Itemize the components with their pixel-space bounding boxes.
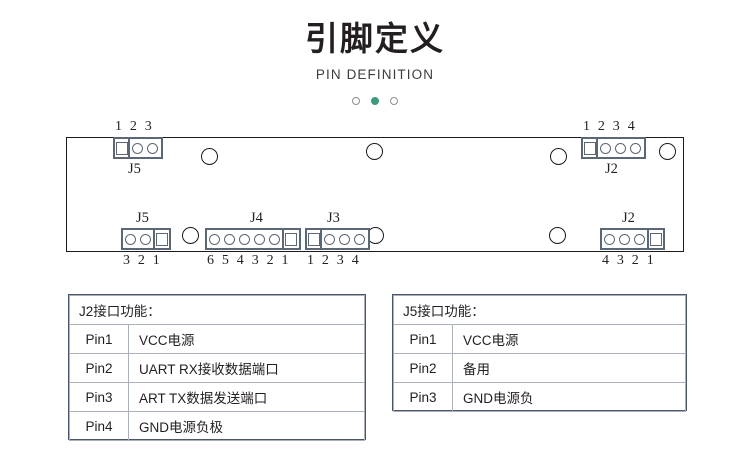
connector-j2-bottom[interactable]	[600, 228, 665, 250]
connector-j5-top[interactable]	[113, 137, 163, 159]
table-header-row: J2接口功能：	[69, 295, 365, 325]
connector-j5-bottom[interactable]	[121, 228, 171, 250]
mounting-hole-top-2	[366, 143, 383, 160]
slide-dot-1[interactable]	[352, 96, 360, 105]
pin-1	[583, 137, 598, 159]
j5-top-label: J5	[128, 161, 141, 177]
pin-1	[282, 228, 297, 250]
table-row: Pin1 VCC电源	[393, 324, 686, 354]
slide-dot-2[interactable]	[371, 96, 379, 105]
j5-function-table: J5接口功能： Pin1 VCC电源 Pin2 备用 Pin3 GND电源负	[392, 294, 687, 412]
pin-function: GND电源负极	[128, 411, 365, 441]
pin-1	[115, 137, 130, 159]
pin-6	[207, 228, 222, 250]
pin-1	[307, 228, 322, 250]
pin-label: Pin1	[393, 324, 453, 354]
table-row: Pin2 备用	[393, 353, 686, 383]
pin-2	[267, 228, 282, 250]
pin-3	[617, 228, 632, 250]
j4-bottom-label: J4	[250, 210, 263, 226]
pin-function: 备用	[452, 353, 686, 383]
slide-indicator	[0, 96, 750, 105]
pin-label: Pin3	[393, 382, 453, 412]
pin-4	[602, 228, 617, 250]
mounting-hole-top-1	[201, 148, 218, 165]
mounting-hole-top-4	[659, 143, 676, 160]
pin-4	[352, 228, 367, 250]
page-header: 引脚定义 PIN DEFINITION	[0, 0, 750, 105]
table-header-row: J5接口功能：	[393, 295, 686, 325]
connector-j4-bottom[interactable]	[205, 228, 301, 250]
pin-function: VCC电源	[128, 324, 365, 354]
pin-2	[138, 228, 153, 250]
pin-3	[145, 137, 160, 159]
connector-j2-top[interactable]	[581, 137, 646, 159]
pin-function: ART TX数据发送端口	[128, 382, 365, 412]
j2-bottom-label: J2	[622, 210, 635, 226]
pin-label: Pin2	[393, 353, 453, 383]
pin-1	[153, 228, 168, 250]
pin-4	[237, 228, 252, 250]
mounting-hole-top-3	[550, 148, 567, 165]
mounting-hole-bottom-3	[549, 227, 566, 244]
pin-3	[252, 228, 267, 250]
j2-bottom-pin-numbers: 4 3 2 1	[602, 253, 656, 268]
j2-table-title: J2接口功能：	[69, 295, 365, 325]
pin-5	[222, 228, 237, 250]
mounting-hole-bottom-1	[182, 227, 199, 244]
j5-bottom-label: J5	[136, 210, 149, 226]
pin-2	[598, 137, 613, 159]
table-row: Pin4 GND电源负极	[69, 411, 365, 441]
j5-bottom-pin-numbers: 3 2 1	[123, 253, 162, 268]
table-row: Pin1 VCC电源	[69, 324, 365, 354]
pin-3	[337, 228, 352, 250]
j5-table-title: J5接口功能：	[393, 295, 686, 325]
pin-1	[647, 228, 662, 250]
j4-bottom-pin-numbers: 6 5 4 3 2 1	[207, 253, 291, 268]
pin-function: GND电源负	[452, 382, 686, 412]
pin-function: VCC电源	[452, 324, 686, 354]
pin-label: Pin3	[69, 382, 129, 412]
pin-4	[628, 137, 643, 159]
page-subtitle: PIN DEFINITION	[315, 67, 435, 82]
pin-3	[123, 228, 138, 250]
pin-label: Pin4	[69, 411, 129, 441]
slide-dot-3[interactable]	[390, 96, 398, 105]
pin-2	[632, 228, 647, 250]
j3-bottom-pin-numbers: 1 2 3 4	[307, 253, 361, 268]
pin-label: Pin1	[69, 324, 129, 354]
j3-bottom-label: J3	[327, 210, 340, 226]
pin-label: Pin2	[69, 353, 129, 383]
page-title: 引脚定义	[305, 20, 445, 57]
j2-function-table: J2接口功能： Pin1 VCC电源 Pin2 UART RX接收数据端口 Pi…	[68, 294, 366, 441]
j5-top-pin-numbers: 1 2 3	[115, 119, 154, 134]
pin-2	[322, 228, 337, 250]
pin-3	[613, 137, 628, 159]
j2-top-pin-numbers: 1 2 3 4	[583, 119, 637, 134]
pin-2	[130, 137, 145, 159]
pin-function: UART RX接收数据端口	[128, 353, 365, 383]
j2-top-label: J2	[605, 161, 618, 177]
connector-j3-bottom[interactable]	[305, 228, 370, 250]
table-row: Pin3 GND电源负	[393, 382, 686, 412]
table-row: Pin3 ART TX数据发送端口	[69, 382, 365, 412]
table-row: Pin2 UART RX接收数据端口	[69, 353, 365, 383]
